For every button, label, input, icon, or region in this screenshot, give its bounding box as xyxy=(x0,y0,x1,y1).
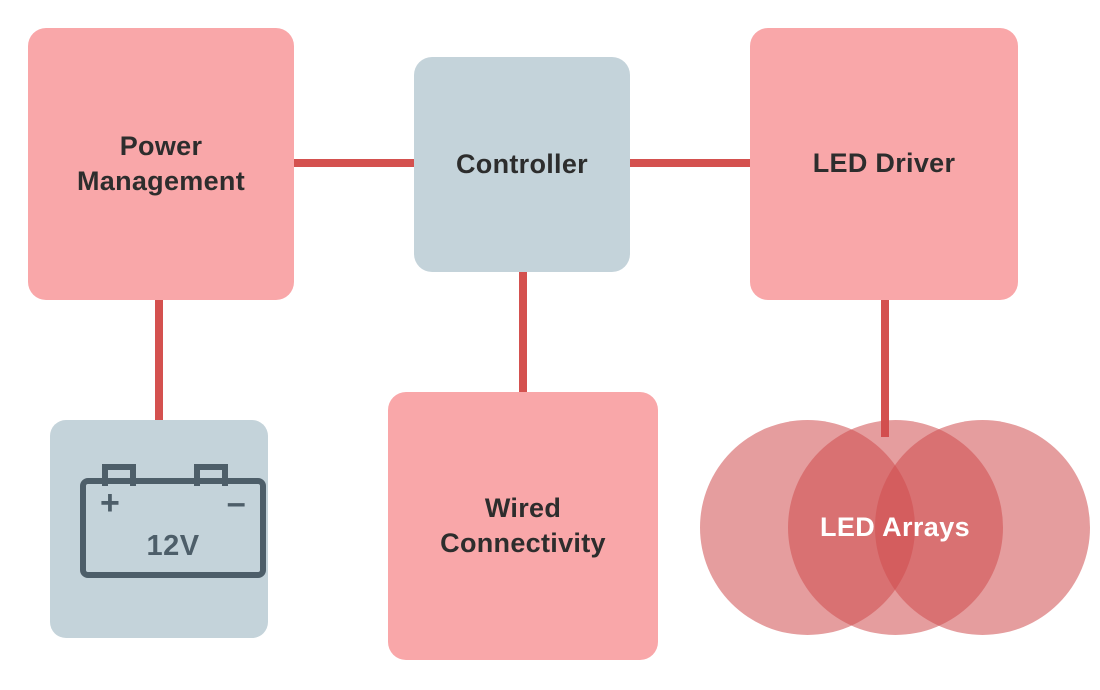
node-power-management: Power Management xyxy=(28,28,294,300)
connector-power-to-controller xyxy=(294,159,415,167)
minus-icon: – xyxy=(226,484,246,522)
led-arrays-label: LED Arrays xyxy=(819,512,971,542)
plus-icon: + xyxy=(100,484,121,522)
led-array-circle-right xyxy=(875,420,1090,635)
node-battery-12v: + – 12V xyxy=(50,420,268,638)
battery-terminal-positive-icon xyxy=(102,464,136,486)
node-controller: Controller xyxy=(414,57,630,272)
connector-controller-to-wired xyxy=(519,271,527,393)
connector-power-to-battery xyxy=(155,299,163,421)
node-wired-connectivity: Wired Connectivity xyxy=(388,392,658,660)
node-led-arrays: LED Arrays xyxy=(760,420,1030,635)
connector-controller-to-leddriver xyxy=(629,159,751,167)
led-driver-label: LED Driver xyxy=(812,148,956,179)
controller-label: Controller xyxy=(455,148,588,179)
wired-connectivity-label: Wired Connectivity xyxy=(440,492,606,558)
power-management-label: Power Management xyxy=(76,130,246,196)
battery-polarity-symbols: + – xyxy=(100,486,246,520)
battery-terminal-negative-icon xyxy=(194,464,228,486)
battery-icon: + – 12V xyxy=(80,478,266,578)
connector-leddriver-to-ledarrays xyxy=(881,299,889,437)
node-led-driver: LED Driver xyxy=(750,28,1018,300)
battery-voltage-label: 12V xyxy=(146,530,200,563)
